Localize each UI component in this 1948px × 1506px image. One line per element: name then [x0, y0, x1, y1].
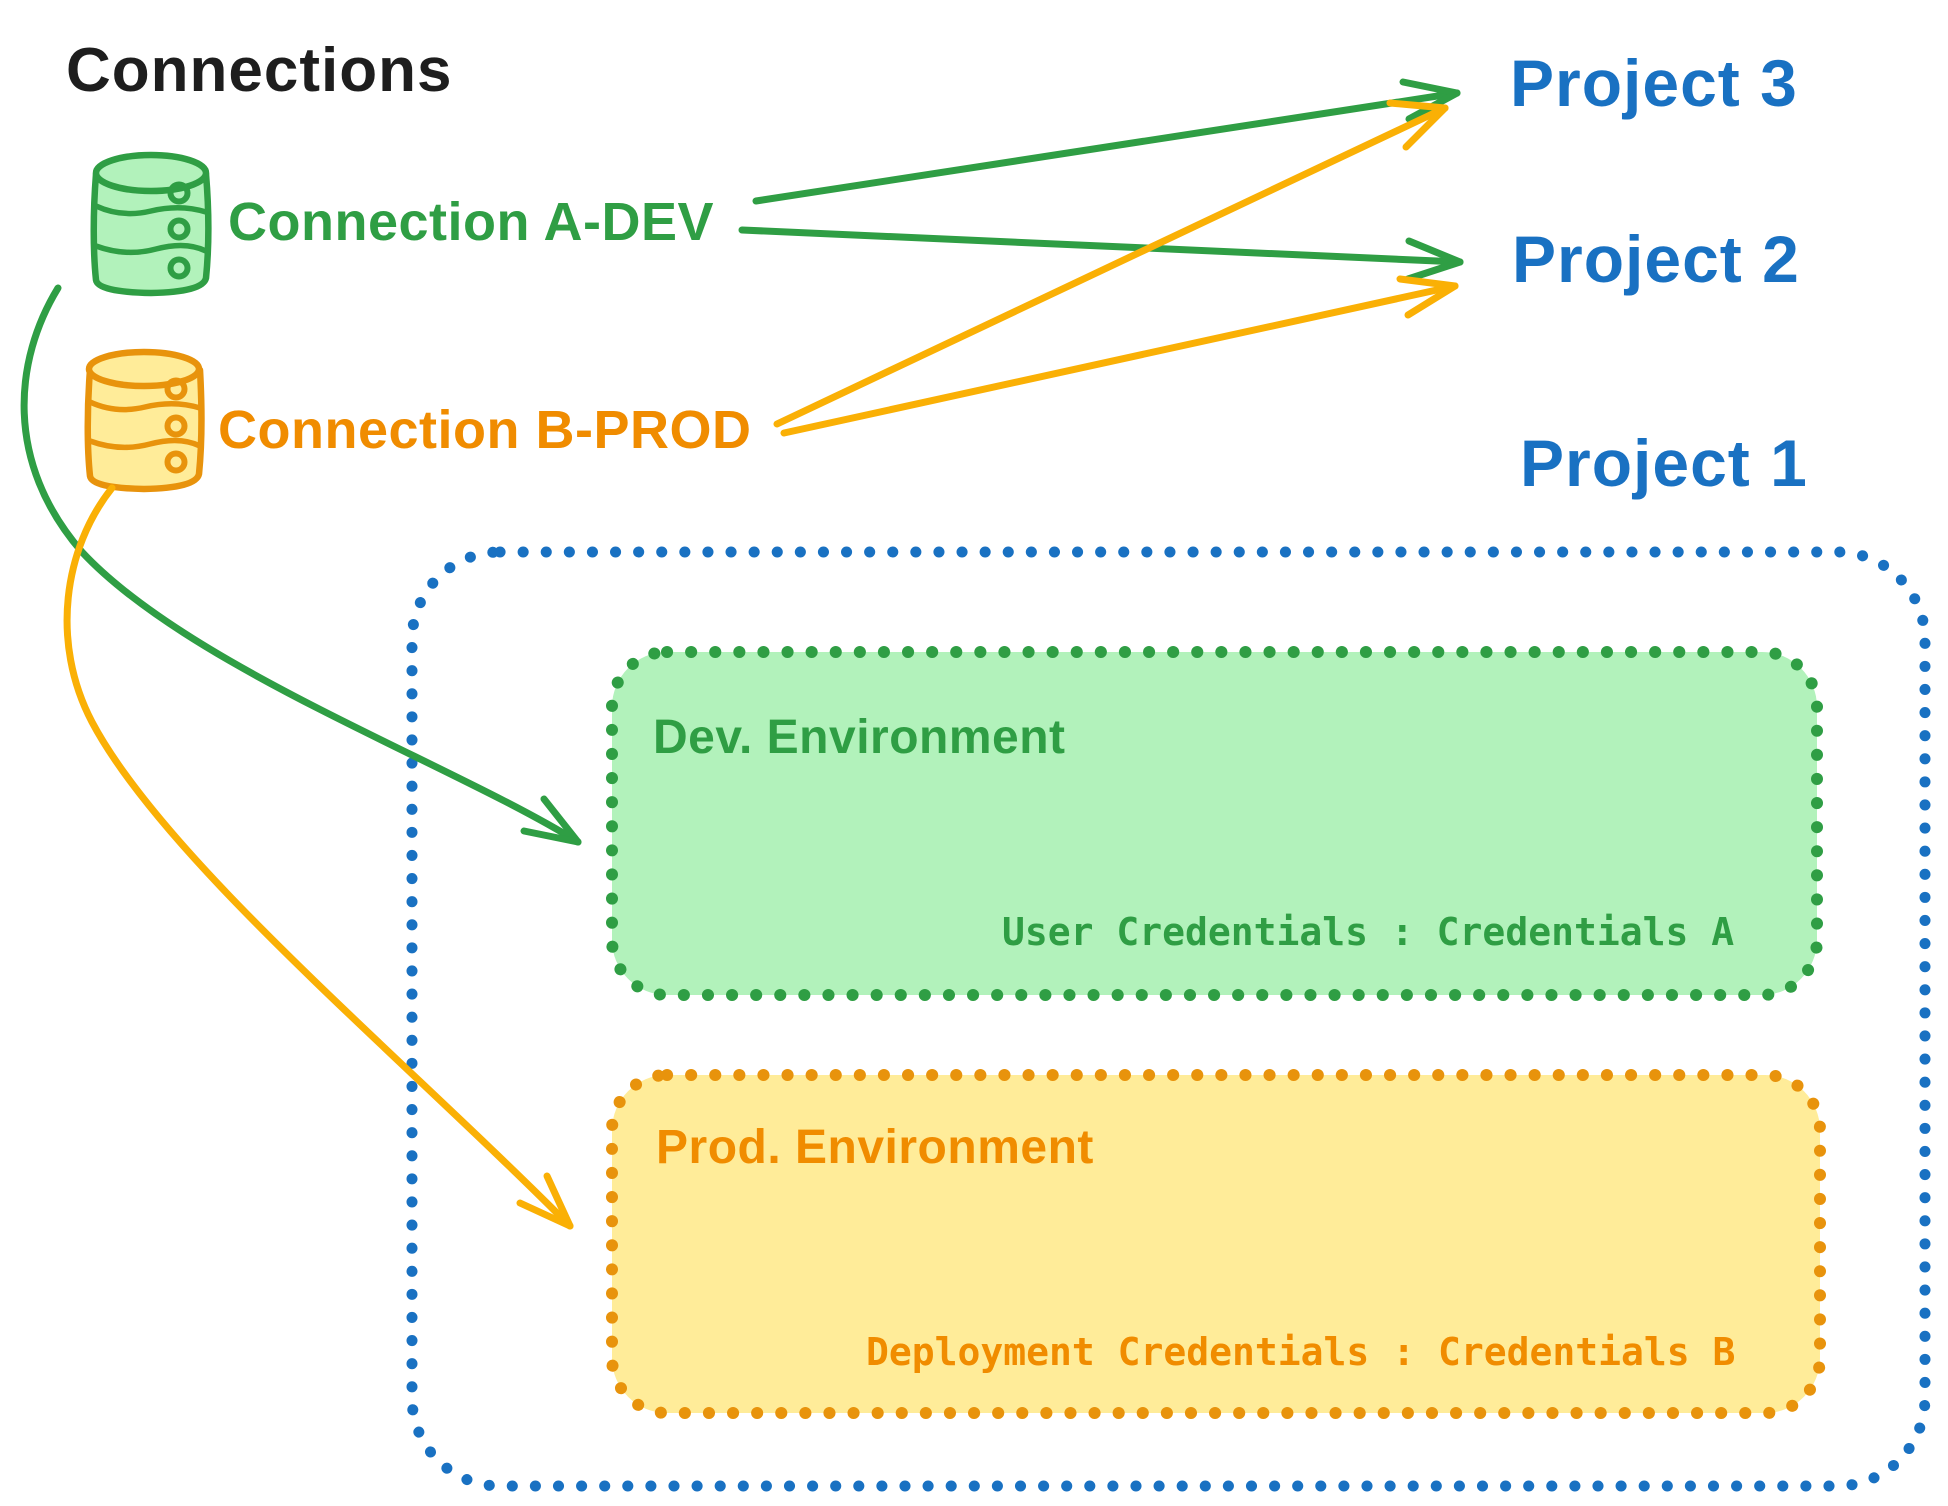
project-1-box: [406, 546, 1931, 1492]
diagram-title: Connections: [66, 36, 452, 105]
prod-environment-box: Prod. Environment Deployment Credentials…: [606, 1069, 1826, 1419]
prod-credentials-text: Deployment Credentials : Credentials B: [866, 1330, 1735, 1374]
connection-a-dev-label: Connection A-DEV: [228, 192, 714, 252]
arrow-b-prod-to-project-3: [773, 99, 1449, 428]
project-2-label: Project 2: [1512, 222, 1800, 296]
project-1-label: Project 1: [1520, 426, 1808, 500]
dev-environment-box: Dev. Environment User Credentials : Cred…: [606, 646, 1823, 1001]
arrow-a-dev-to-project-3: [752, 78, 1461, 205]
database-cylinder-icon: [84, 348, 205, 493]
connection-b-prod-label: Connection B-PROD: [218, 400, 751, 460]
arrow-b-prod-to-project-2: [780, 275, 1459, 437]
database-cylinder-icon: [90, 151, 212, 297]
arrow-a-dev-to-project-2: [738, 226, 1464, 283]
dev-credentials-text: User Credentials : Credentials A: [1002, 910, 1734, 954]
arrow-a-dev-to-dev-environment: [20, 284, 582, 846]
dev-environment-label: Dev. Environment: [653, 711, 1066, 764]
project-3-label: Project 3: [1510, 46, 1798, 120]
prod-environment-label: Prod. Environment: [656, 1121, 1094, 1174]
arrow-b-prod-to-prod-environment: [63, 484, 574, 1230]
